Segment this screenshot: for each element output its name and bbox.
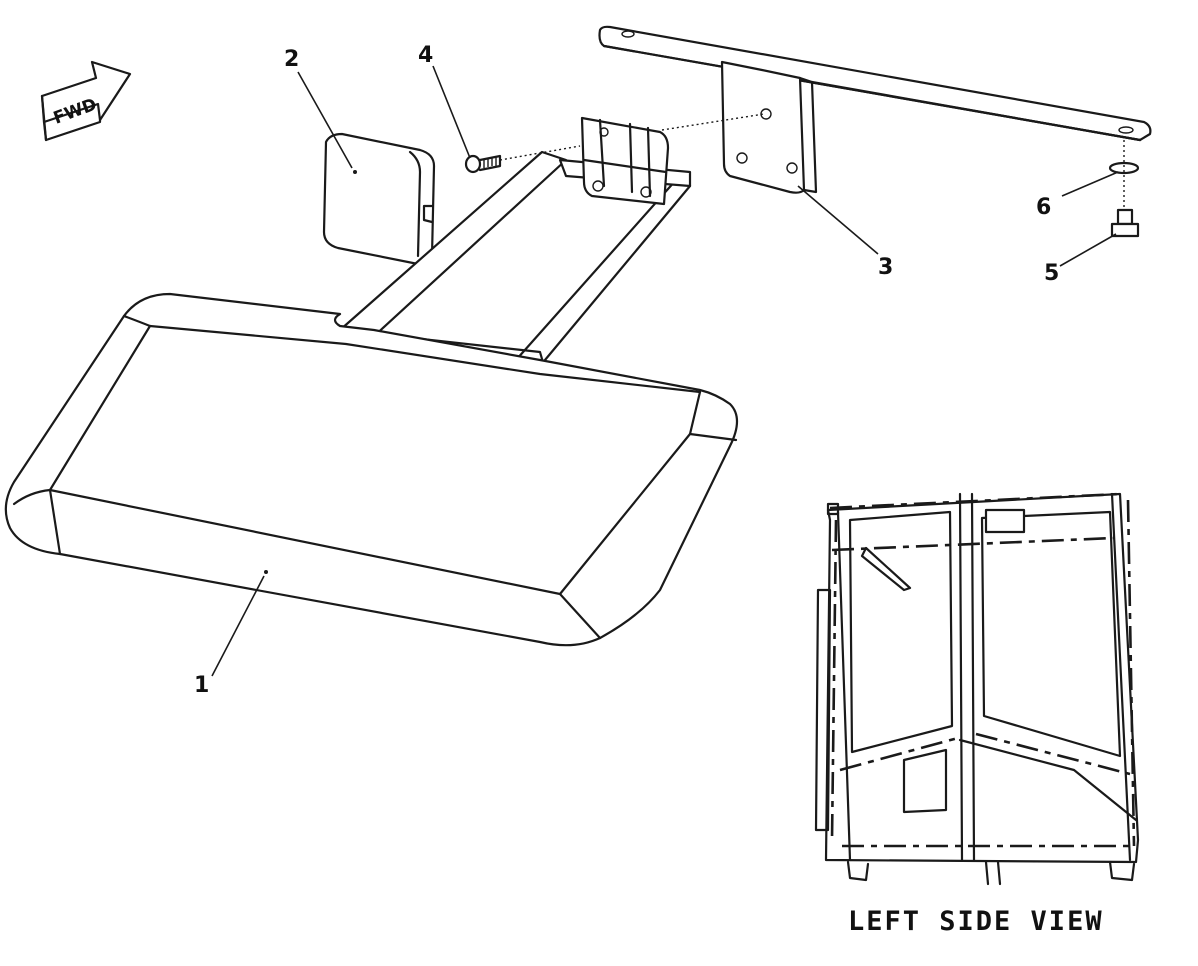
callout-bracket: 3 (878, 255, 893, 280)
callout-mirror: 1 (194, 673, 209, 698)
callout-lamp: 2 (284, 47, 299, 72)
cab-left-side-view (814, 492, 1140, 886)
callout-bolt: 5 (1044, 261, 1059, 286)
lamp-part (322, 132, 436, 266)
bolt-part (1110, 208, 1140, 238)
forward-arrow-icon: FWD (40, 60, 132, 142)
mirror-hinge (580, 116, 670, 206)
mirror-part (4, 292, 739, 647)
callout-screw: 4 (418, 43, 433, 68)
leader-lines (211, 65, 1119, 677)
washer-part (1108, 140, 1140, 208)
callout-washer: 6 (1036, 195, 1051, 220)
inset-view-label: LEFT SIDE VIEW (848, 906, 1104, 937)
bracket-part (598, 25, 1152, 194)
